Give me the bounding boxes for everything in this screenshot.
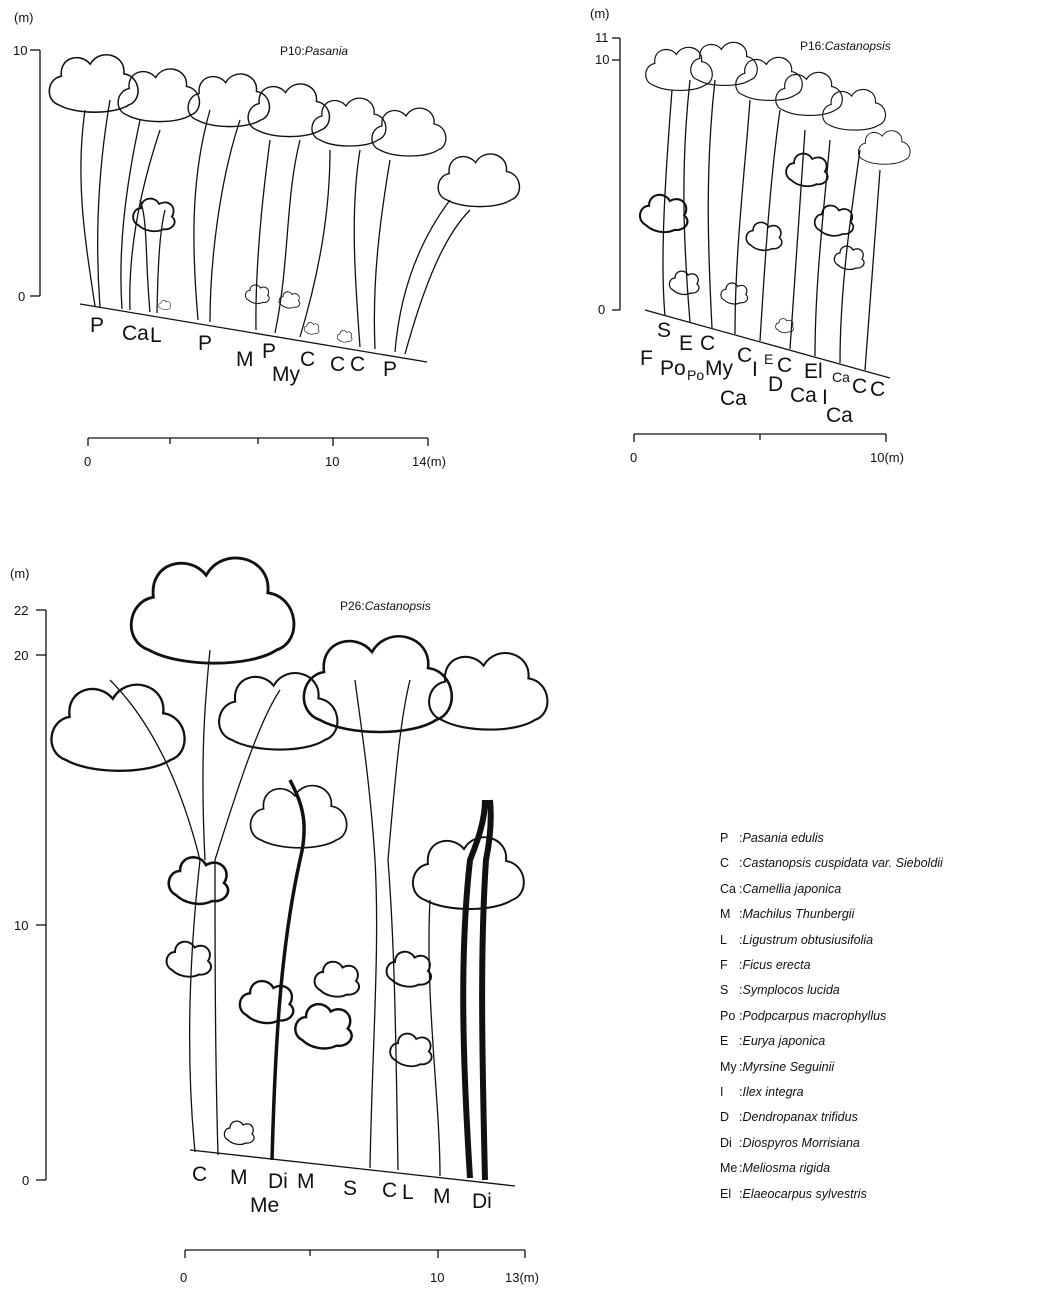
p16-species-label: Ca (790, 384, 817, 407)
legend-item: My:Myrsine Seguinii (720, 1055, 1050, 1080)
p10-species-label: P (90, 314, 104, 337)
legend-item: M:Machilus Thunbergii (720, 902, 1050, 927)
p10-species-label: C (350, 353, 365, 376)
legend-item: Po:Podpcarpus macrophyllus (720, 1004, 1050, 1029)
legend-item: Me:Meliosma rigida (720, 1156, 1050, 1181)
p16-species-label: C (852, 375, 867, 398)
p10-species-label: P (198, 332, 212, 355)
p16-y-tick-0: 0 (598, 302, 605, 317)
p16-species-label: Ca (832, 369, 850, 385)
p16-species-label: C (737, 344, 752, 367)
p10-species-label: C (300, 348, 315, 371)
legend-item: Ca:Camellia japonica (720, 877, 1050, 902)
panel-p16: (m) 11 10 0 P16:Castanopsis S E (590, 6, 910, 465)
p10-x-tick: 10 (325, 454, 339, 469)
p16-y-tick-11: 11 (595, 30, 609, 45)
p10-species-label: M (236, 348, 254, 371)
p10-species-label: P (262, 340, 276, 363)
p26-y-tick-20: 20 (14, 648, 28, 663)
p16-x-tick: 0 (630, 450, 637, 465)
p16-species-label: Po (687, 367, 704, 383)
legend-item: L:Ligustrum obtusiusifolia (720, 928, 1050, 953)
p16-species-label: C (870, 378, 885, 401)
p10-species-label: P (383, 358, 397, 381)
legend-item: E:Eurya japonica (720, 1029, 1050, 1054)
p16-species-label: My (705, 357, 733, 380)
p10-x-tick: 14(m) (412, 454, 446, 469)
p26-species-label: M (230, 1166, 248, 1189)
p26-species-label: S (343, 1177, 357, 1200)
p26-y-tick-22: 22 (14, 603, 28, 618)
legend-item: D:Dendropanax trifidus (720, 1105, 1050, 1130)
p16-species-label: F (640, 347, 653, 370)
p16-title: P16:Castanopsis (800, 39, 891, 53)
p26-title: P26:Castanopsis (340, 599, 431, 613)
p26-species-label: Me (250, 1194, 279, 1217)
p10-species-label: My (272, 363, 300, 386)
p26-species-label: Di (472, 1190, 492, 1213)
p10-title: P10:Pasania (280, 44, 348, 58)
p26-species-label: C (382, 1179, 397, 1202)
p10-species-label: Ca (122, 322, 149, 345)
p10-y-tick-0: 0 (18, 289, 25, 304)
p26-species-label: C (192, 1163, 207, 1186)
p16-species-label: E (764, 351, 773, 367)
legend-item: I:Ilex integra (720, 1080, 1050, 1105)
p16-species-label: C (700, 332, 715, 355)
p16-species-label: Ca (826, 404, 853, 427)
p16-species-label: E (679, 332, 693, 355)
p16-unit: (m) (590, 6, 610, 21)
p26-x-tick: 10 (430, 1270, 444, 1285)
panel-p26: (m) 22 20 10 0 P26:Castanopsis (10, 558, 547, 1285)
p26-species-label: M (297, 1170, 315, 1193)
p16-species-label: Po (660, 357, 686, 380)
p10-x-tick: 0 (84, 454, 91, 469)
p16-species-label: Ca (720, 387, 747, 410)
p16-species-label: I (752, 358, 758, 381)
p10-unit: (m) (14, 10, 34, 25)
p26-species-label: L (402, 1181, 414, 1204)
p26-x-tick: 13(m) (505, 1270, 539, 1285)
p26-species-label: Di (268, 1170, 288, 1193)
legend-item: S:Symplocos lucida (720, 978, 1050, 1003)
p16-species-label: El (804, 360, 823, 383)
p16-y-tick-10: 10 (595, 52, 609, 67)
p16-species-label: D (768, 373, 783, 396)
legend-item: P:Pasania edulis (720, 826, 1050, 851)
p26-y-tick-10: 10 (14, 918, 28, 933)
legend-item: F:Ficus erecta (720, 953, 1050, 978)
legend-item: C:Castanopsis cuspidata var. Sieboldii (720, 851, 1050, 876)
p10-species-label: C (330, 353, 345, 376)
p26-x-tick: 0 (180, 1270, 187, 1285)
p26-y-tick-0: 0 (22, 1173, 29, 1188)
p10-species-label: L (150, 324, 162, 347)
p26-species-label: M (433, 1185, 451, 1208)
species-legend: P:Pasania edulis C:Castanopsis cuspidata… (720, 826, 1050, 1207)
p16-x-tick: 10(m) (870, 450, 904, 465)
p10-y-tick-10: 10 (13, 43, 27, 58)
p16-species-label: S (657, 319, 671, 342)
legend-item: El:Elaeocarpus sylvestris (720, 1182, 1050, 1207)
panel-p10: (m) 10 0 P10:Pasania P (13, 10, 519, 469)
legend-item: Di:Diospyros Morrisiana (720, 1131, 1050, 1156)
p26-unit: (m) (10, 566, 30, 581)
